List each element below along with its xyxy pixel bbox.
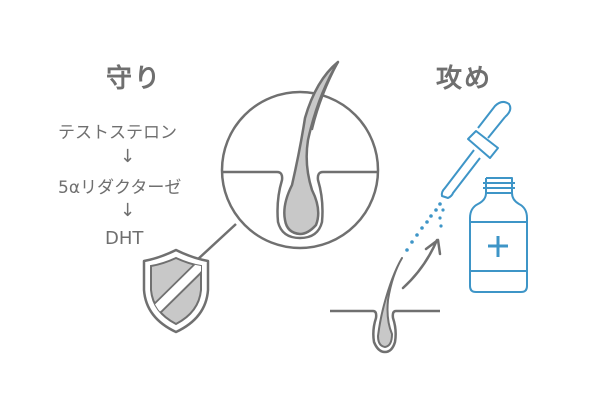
spray-droplets xyxy=(405,202,445,252)
connector-line xyxy=(196,223,237,261)
hair-follicle-cross-section-icon xyxy=(220,60,380,250)
shield-icon xyxy=(142,248,210,334)
defense-title: 守り xyxy=(106,64,163,94)
step-testosterone: テストステロン xyxy=(58,123,177,143)
hair-follicle-icon xyxy=(330,257,440,354)
dropper-icon xyxy=(440,100,512,199)
step-dht: DHT xyxy=(105,228,144,249)
step-5a-reductase: 5αリダクターゼ xyxy=(58,178,182,198)
down-arrow-icon: ↓ xyxy=(120,146,136,167)
down-arrow-icon: ↓ xyxy=(120,200,136,221)
offense-title: 攻め xyxy=(436,64,493,94)
medicine-bottle-icon xyxy=(469,177,528,293)
curved-arrow-icon xyxy=(401,238,442,290)
